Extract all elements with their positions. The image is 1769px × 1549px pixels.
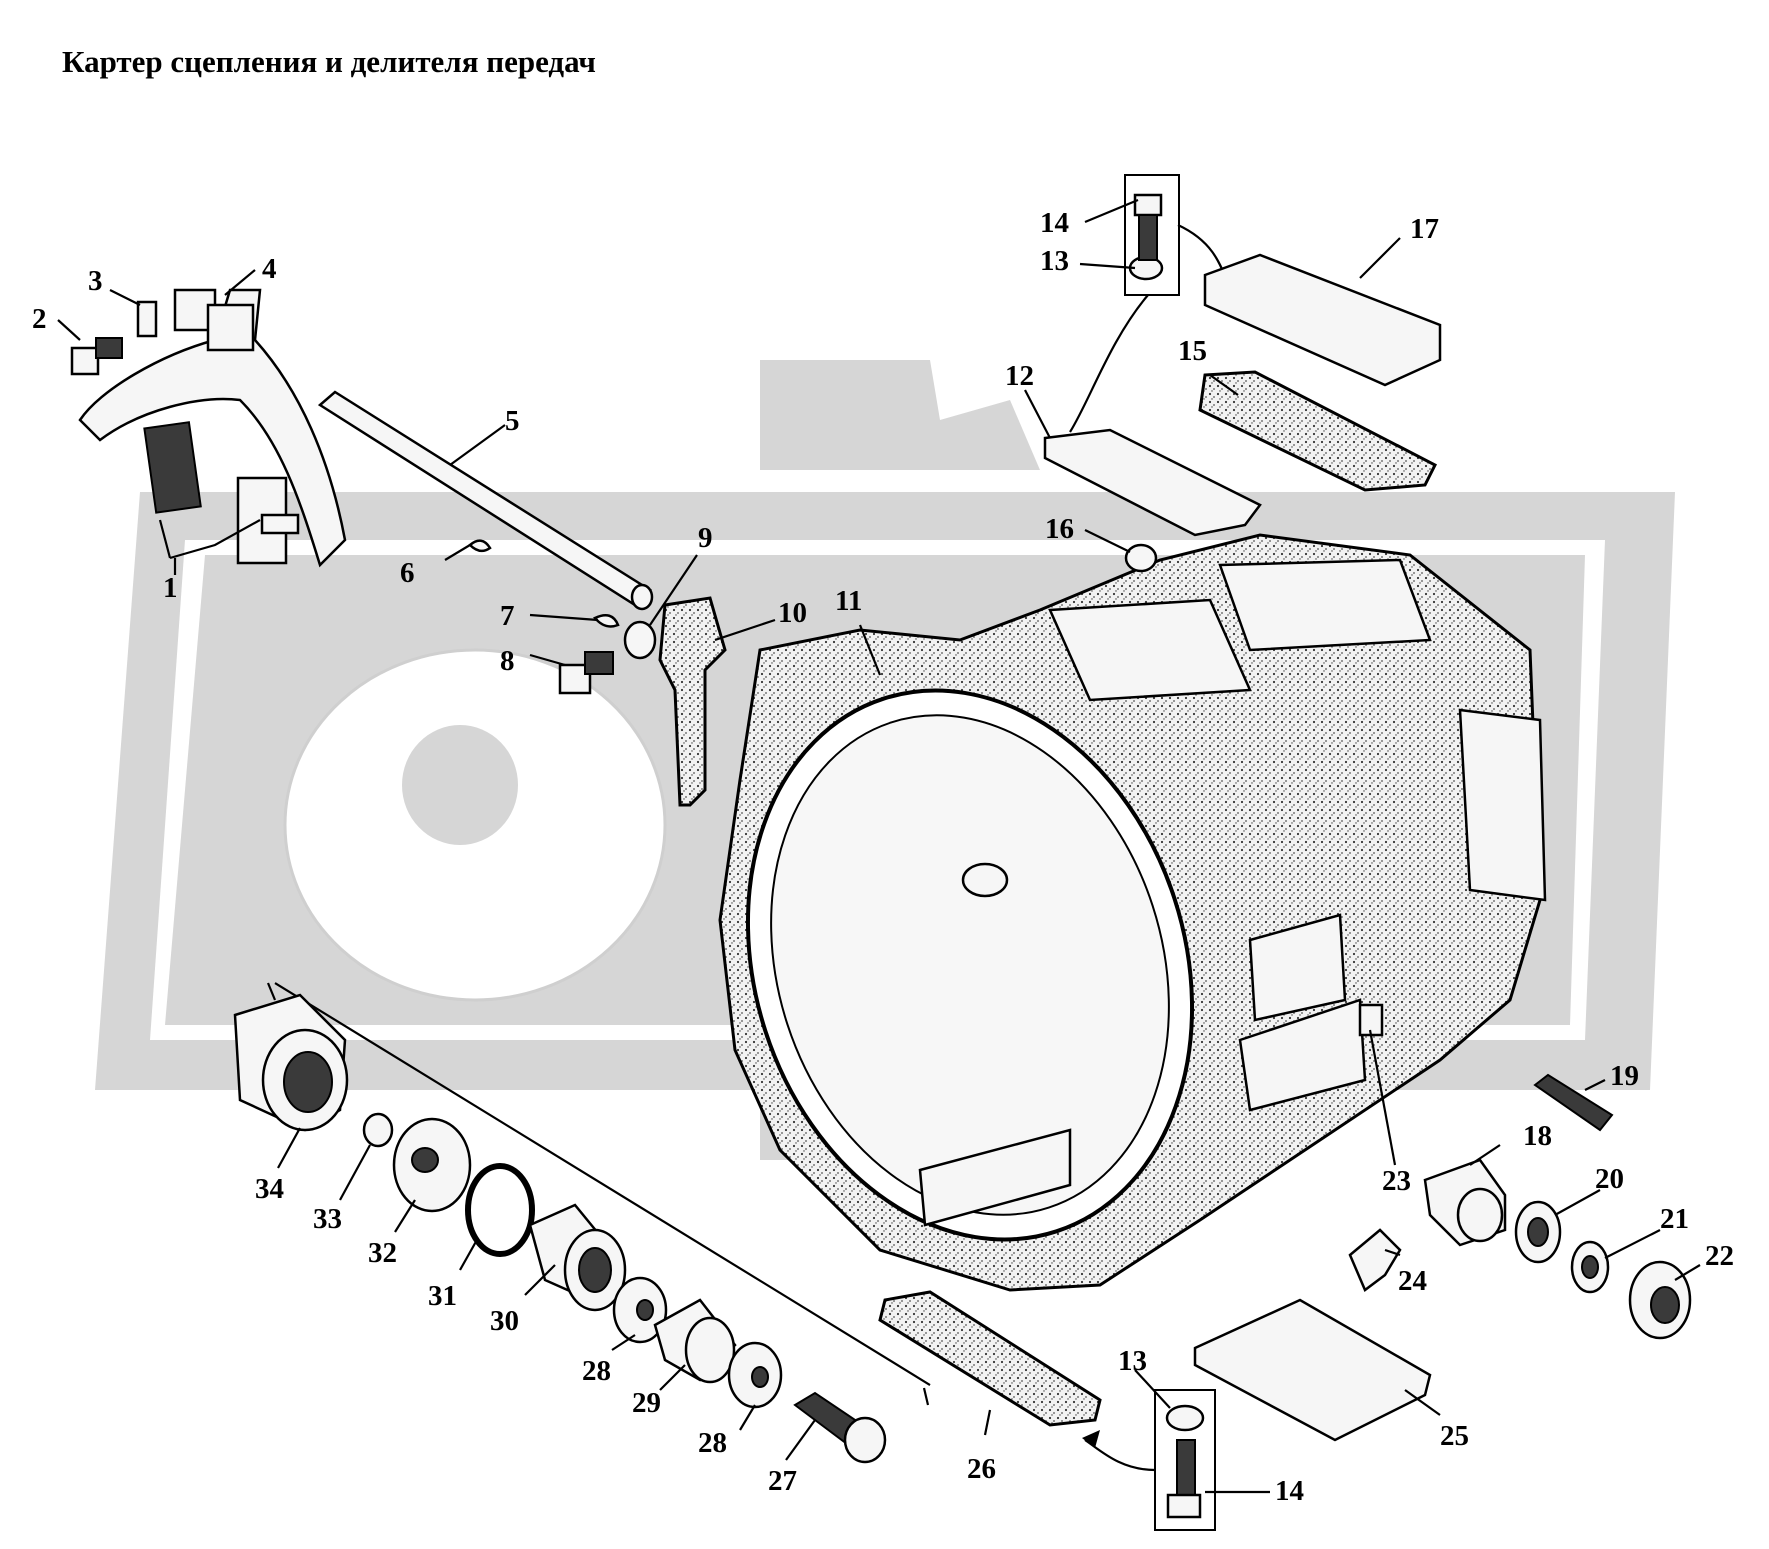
label-33: 33: [313, 1203, 342, 1235]
part-33-nut: [362, 1112, 394, 1148]
part-8-bolt: [558, 651, 614, 695]
part-3-plate: [136, 300, 158, 338]
label-13-bottom: 13: [1118, 1345, 1147, 1377]
label-7: 7: [500, 600, 515, 632]
part-26-gasket: [878, 1290, 1102, 1427]
part-9-washer: [623, 620, 657, 660]
leader-lines: [57, 198, 1701, 1494]
label-13: 13: [1040, 245, 1069, 277]
label-19: 19: [1610, 1060, 1639, 1092]
part-15-gasket: [1198, 370, 1438, 492]
label-31: 31: [428, 1280, 457, 1312]
part-27-screw: [793, 1391, 887, 1464]
part-18-bushing: [1423, 1158, 1507, 1247]
part-10-lever: [658, 596, 727, 807]
part-24-fitting: [1348, 1228, 1402, 1292]
label-25: 25: [1440, 1420, 1469, 1452]
part-28-washer-2: [727, 1341, 783, 1409]
label-16: 16: [1045, 513, 1074, 545]
part-5-shaft: [317, 390, 654, 611]
page-title: Картер сцепления и делителя передач: [62, 44, 596, 79]
callout-labels: 1 2 3 4 5 6 7 8 9 10 11 12 13 14 15 16 1…: [32, 207, 1734, 1507]
part-1-shoe: [143, 421, 300, 565]
part-29-bushing: [653, 1298, 737, 1384]
label-34: 34: [255, 1173, 284, 1205]
label-21: 21: [1660, 1203, 1689, 1235]
label-26: 26: [967, 1453, 996, 1485]
part-17-cover: [1203, 253, 1442, 387]
part-30-spring-sleeve: [528, 1203, 627, 1312]
label-10: 10: [778, 597, 807, 629]
clutch-housing: [718, 533, 1547, 1292]
label-2: 2: [32, 303, 47, 335]
part-31-ring: [465, 1163, 535, 1257]
assembly-axis-line: [274, 982, 931, 1386]
part-2-bolt: [70, 337, 123, 376]
label-5: 5: [505, 405, 520, 437]
label-15: 15: [1178, 335, 1207, 367]
part-25-cover: [1193, 1298, 1432, 1442]
label-14: 14: [1040, 207, 1069, 239]
part-20-nut: [1514, 1200, 1562, 1264]
label-1: 1: [163, 572, 178, 604]
label-22: 22: [1705, 1240, 1734, 1272]
label-20: 20: [1595, 1163, 1624, 1195]
label-28-bottom: 28: [698, 1427, 727, 1459]
label-18: 18: [1523, 1120, 1552, 1152]
part-32-plate: [392, 1117, 472, 1213]
label-12: 12: [1005, 360, 1034, 392]
part-34-sleeve: [233, 993, 349, 1132]
label-29: 29: [632, 1387, 661, 1419]
label-9: 9: [698, 522, 713, 554]
label-14-bottom: 14: [1275, 1475, 1304, 1507]
label-30: 30: [490, 1305, 519, 1337]
part-28-washer-1: [612, 1276, 668, 1344]
label-4: 4: [262, 253, 277, 285]
bolt-washer-group-bottom: [1082, 1389, 1216, 1531]
label-28: 28: [582, 1355, 611, 1387]
label-24: 24: [1398, 1265, 1427, 1297]
label-3: 3: [88, 265, 103, 297]
part-12-cover: [1043, 428, 1262, 537]
part-19-stud: [1533, 1073, 1614, 1132]
label-11: 11: [835, 585, 862, 617]
part-16-plug: [1124, 543, 1158, 573]
label-27: 27: [768, 1465, 797, 1497]
label-8: 8: [500, 645, 515, 677]
label-6: 6: [400, 557, 415, 589]
part-7-pin: [593, 613, 620, 628]
label-32: 32: [368, 1237, 397, 1269]
part-21-nut: [1570, 1240, 1610, 1294]
label-23: 23: [1382, 1165, 1411, 1197]
part-4-fork: [78, 288, 347, 568]
part-6-key: [468, 539, 492, 553]
part-22-cap: [1628, 1260, 1692, 1340]
label-17: 17: [1410, 213, 1439, 245]
